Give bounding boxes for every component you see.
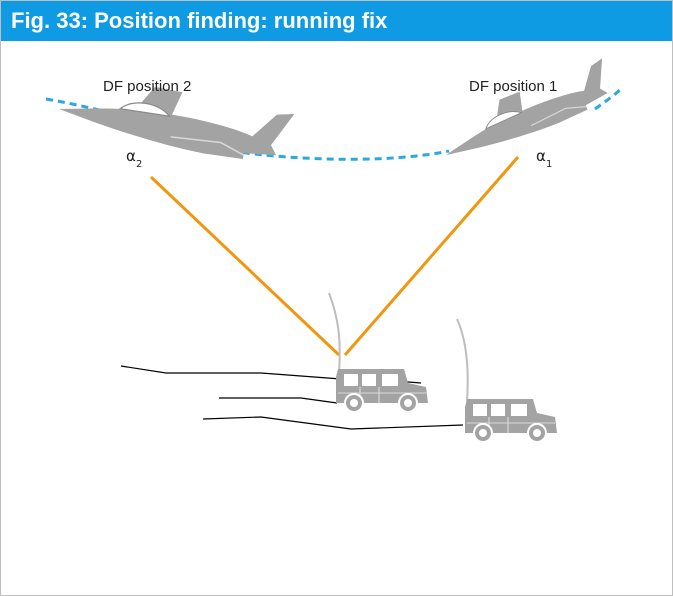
- vehicle-position-1-icon: [335, 368, 429, 413]
- aircraft-position-1-icon: [433, 57, 620, 168]
- terrain-line: [219, 397, 338, 404]
- antenna-mast-icon: [328, 292, 341, 374]
- df-position-1-label: DF position 1: [469, 78, 557, 95]
- alpha-1-label: α: [536, 147, 546, 165]
- antenna-mast-icon: [456, 318, 469, 402]
- alpha-2-subscript: 2: [136, 159, 142, 170]
- vehicle-position-2-icon: [464, 398, 558, 443]
- flight-path: [230, 149, 450, 161]
- terrain-line: [202, 416, 464, 430]
- alpha-1-subscript: 1: [546, 159, 552, 170]
- df-position-2-label: DF position 2: [103, 78, 191, 95]
- bearing-line-1: [343, 156, 520, 356]
- flight-path: [594, 85, 625, 111]
- figure-title: Fig. 33: Position finding: running fix: [1, 1, 672, 41]
- bearing-line-2: [149, 175, 341, 357]
- alpha-2-label: α: [126, 147, 136, 165]
- terrain-line: [120, 365, 342, 380]
